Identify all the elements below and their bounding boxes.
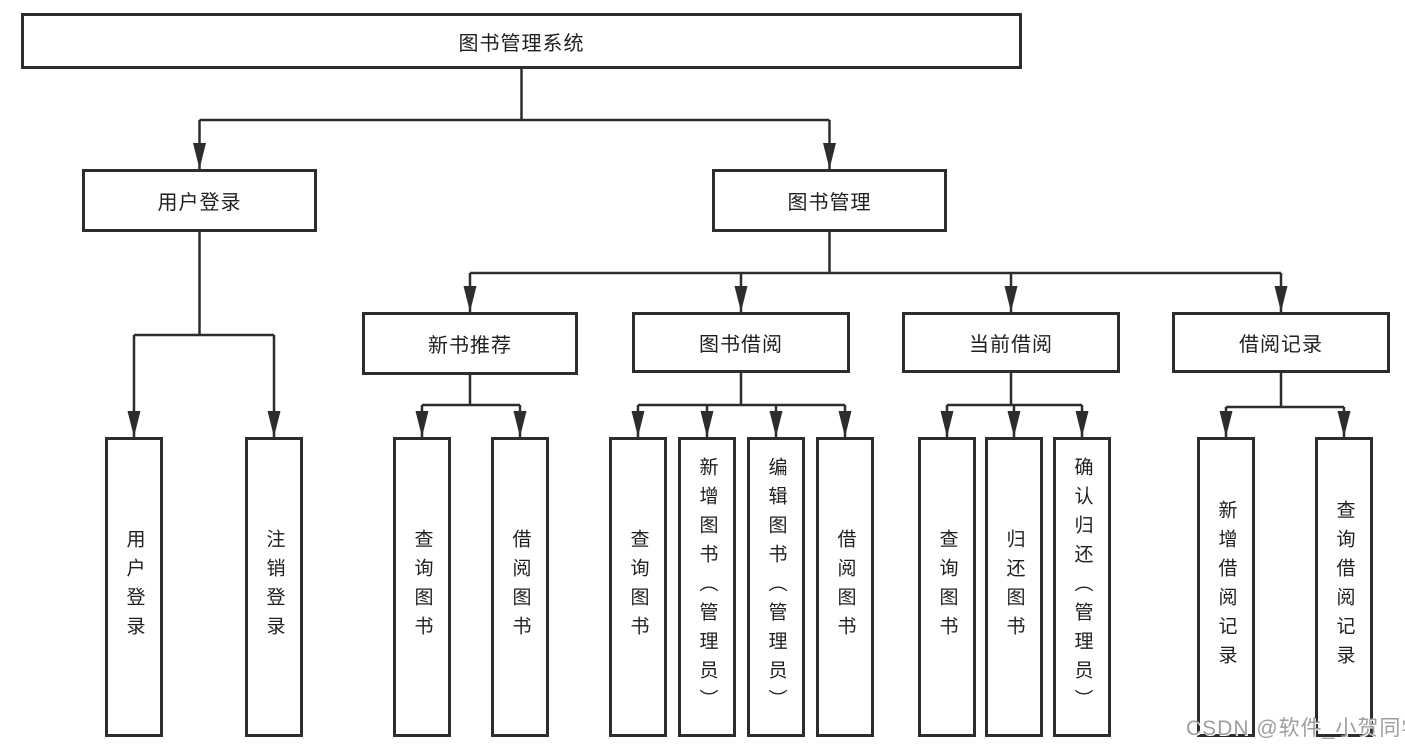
leaf-cb-return-books: 归还图书 (985, 437, 1043, 737)
leaf-cb-query-books: 查询图书 (918, 437, 976, 737)
node-current-borrow: 当前借阅 (902, 312, 1120, 373)
node-book-management: 图书管理 (712, 169, 947, 232)
csdn-watermark: CSDN @软件_小贺同学 (1186, 717, 1405, 740)
leaf-bb-add-books-admin: 新增图书（管理员） (678, 437, 736, 737)
node-new-book-recommend: 新书推荐 (362, 312, 578, 375)
leaf-br-add-record: 新增借阅记录 (1197, 437, 1255, 737)
leaf-user-login: 用户登录 (105, 437, 163, 737)
node-user-login: 用户登录 (82, 169, 317, 232)
leaf-bb-query-books: 查询图书 (609, 437, 667, 737)
leaf-bb-borrow-books: 借阅图书 (816, 437, 874, 737)
leaf-nbr-query-books: 查询图书 (393, 437, 451, 737)
leaf-br-query-record: 查询借阅记录 (1315, 437, 1373, 737)
leaf-nbr-borrow-books: 借阅图书 (491, 437, 549, 737)
node-borrow-records: 借阅记录 (1172, 312, 1390, 373)
leaf-cb-confirm-return-admin: 确认归还（管理员） (1053, 437, 1111, 737)
node-book-borrow: 图书借阅 (632, 312, 850, 373)
leaf-logout: 注销登录 (245, 437, 303, 737)
node-root-system: 图书管理系统 (21, 13, 1022, 69)
leaf-bb-edit-books-admin: 编辑图书（管理员） (747, 437, 805, 737)
